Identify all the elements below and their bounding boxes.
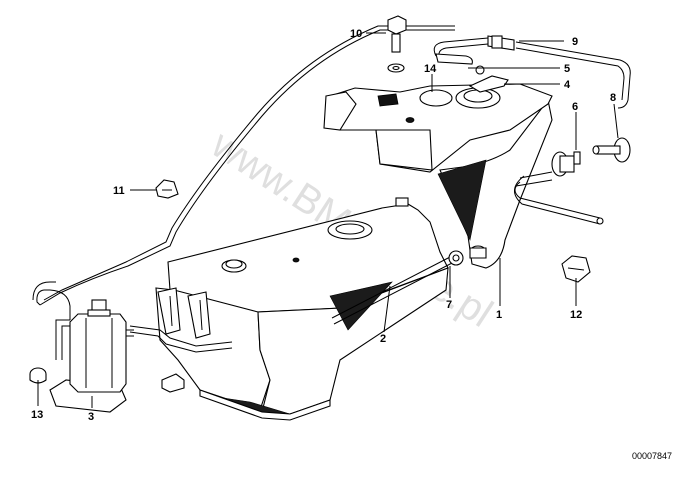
- callout-labels: 10 9 5 14 4 8 6 11 1 7 12 2 3 13: [31, 28, 616, 423]
- clip-11: [155, 179, 179, 199]
- callout-14: 14: [424, 63, 437, 75]
- vent-hose-loop: [31, 25, 455, 320]
- callout-3: 3: [88, 411, 94, 423]
- callout-9: 9: [572, 36, 578, 48]
- vent-hose-5: [433, 37, 489, 65]
- washer-reservoir-upper: [323, 83, 553, 269]
- part-8-filter: [592, 137, 631, 163]
- catalog-number: 00007847: [632, 451, 672, 461]
- grommet-7: [448, 250, 464, 266]
- clip-12: [561, 255, 591, 283]
- callout-11: 11: [113, 185, 125, 197]
- callout-10: 10: [350, 28, 362, 40]
- canister-3: [49, 299, 134, 413]
- leader-lines: [37, 32, 619, 408]
- callout-7: 7: [446, 299, 452, 311]
- vent-hose-9: [487, 35, 631, 109]
- nut-13: [29, 367, 47, 384]
- callout-6: 6: [572, 101, 578, 113]
- bolt-10: [387, 15, 407, 73]
- callout-13: 13: [31, 409, 43, 421]
- pipe-reservoir-pump: [514, 171, 604, 225]
- callout-1: 1: [496, 309, 502, 321]
- gasket-14: [419, 89, 453, 107]
- callout-4: 4: [564, 79, 571, 91]
- washer-tank-lower: [129, 197, 455, 421]
- callout-5: 5: [564, 63, 570, 75]
- washer-pump-6: [551, 151, 581, 177]
- callout-8: 8: [610, 92, 616, 104]
- callout-12: 12: [570, 309, 582, 321]
- callout-2: 2: [380, 333, 386, 345]
